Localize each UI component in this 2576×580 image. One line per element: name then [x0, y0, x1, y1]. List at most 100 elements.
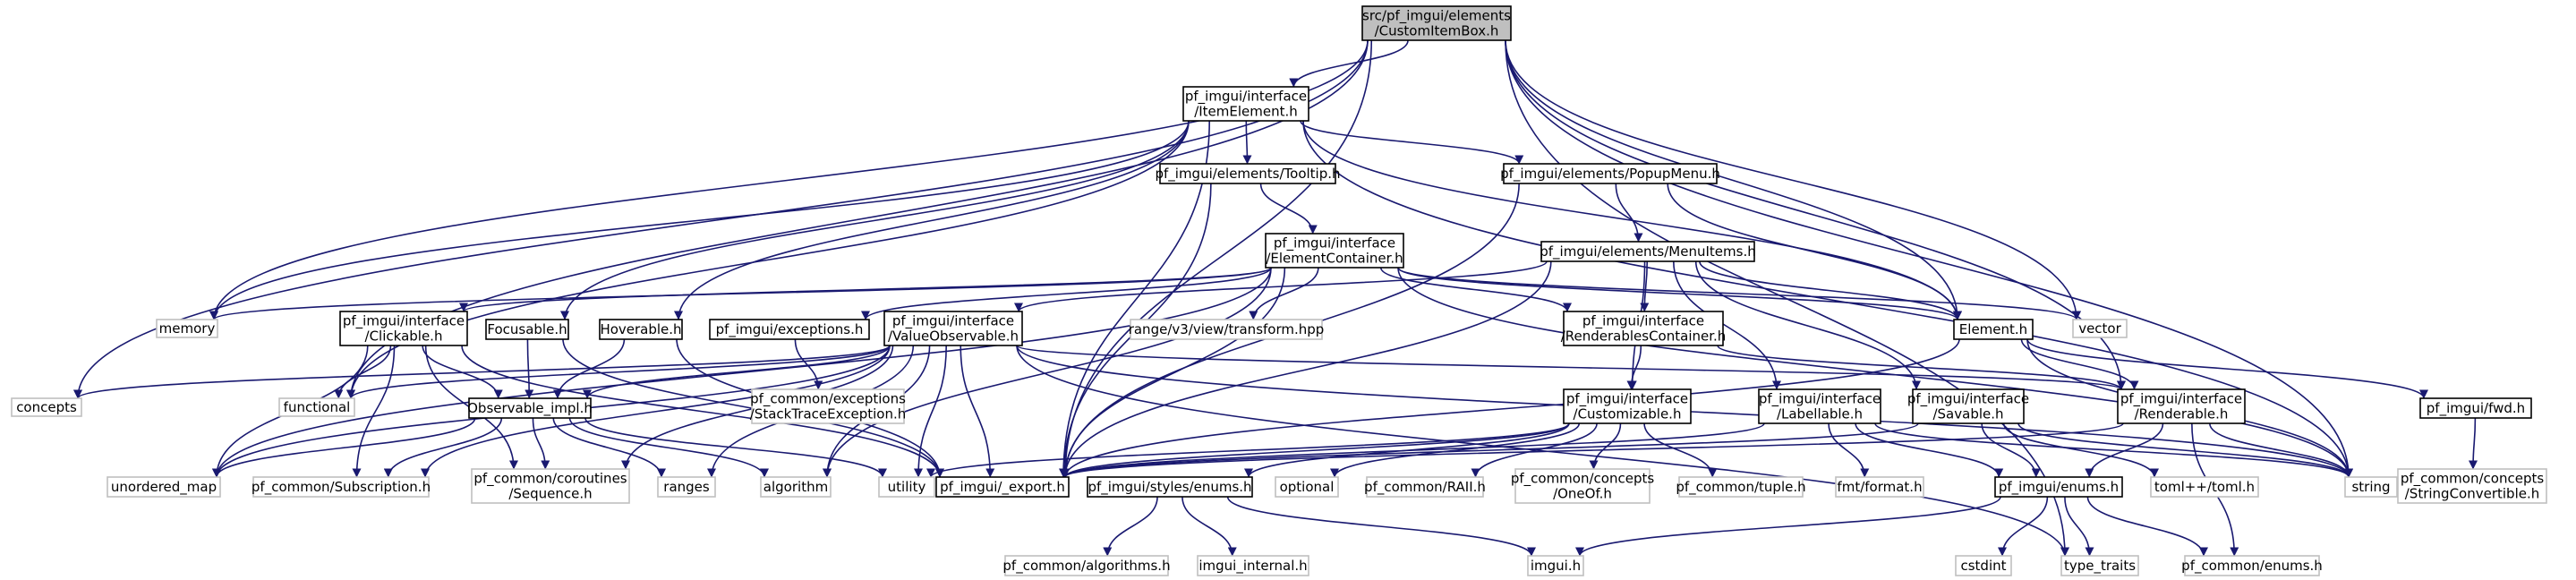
node-box — [1994, 476, 2123, 498]
edge-enums-to-imgui — [1575, 496, 2001, 557]
edge-root-to-element — [1505, 39, 1962, 320]
node-label-line: pf_imgui/elements/MenuItems.h — [1540, 243, 1755, 260]
node-label-line: pf_imgui/elements/Tooltip.h — [1155, 166, 1340, 183]
node-label-line: cstdint — [1960, 558, 2006, 574]
node-focusable[interactable]: Focusable.h — [485, 319, 569, 340]
node-label-line: pf_imgui/fwd.h — [2427, 400, 2525, 417]
node-box — [252, 476, 430, 498]
node-tooltip[interactable]: pf_imgui/elements/Tooltip.h — [1155, 163, 1341, 184]
edge-savable-to-string — [2017, 422, 2353, 478]
node-utility: utility — [878, 476, 935, 498]
node-label-line: pf_imgui/interface — [1759, 391, 1881, 408]
node-renderable[interactable]: pf_imgui/interface/Renderable.h — [2117, 388, 2246, 424]
node-box — [751, 388, 905, 424]
node-exceptions[interactable]: pf_imgui/exceptions.h — [709, 319, 870, 340]
edge-itemelement-to-popupmenu — [1300, 120, 1524, 165]
node-imgui: imgui.h — [1527, 555, 1584, 576]
node-label-line: string — [2351, 479, 2390, 495]
node-box — [709, 319, 870, 340]
edge-savable-to-enums — [1981, 422, 2041, 478]
node-label-line: /StackTraceException.h — [750, 406, 906, 422]
node-box — [1182, 86, 1309, 122]
node-label-line: pf_common/tuple.h — [1676, 479, 1805, 496]
edge-stylesenums-to-imguiinternal — [1181, 496, 1237, 557]
node-box — [599, 319, 683, 340]
edge-renderablescontainer-to-customizable — [1626, 345, 1642, 390]
edge-elementcontainer-to-vector — [1397, 267, 2081, 320]
node-label-line: pf_common/Subscription.h — [252, 479, 431, 496]
edge-exceptions-to-stacktrace — [794, 338, 823, 390]
edge-popupmenu-to-element — [1667, 183, 1962, 320]
node-valueobservable[interactable]: pf_imgui/interface/ValueObservable.h — [883, 311, 1023, 346]
node-renderablescontainer[interactable]: pf_imgui/interface/RenderablesContainer.… — [1561, 311, 1727, 346]
node-label-line: memory — [159, 320, 216, 337]
node-box — [278, 397, 355, 417]
edge-clickable-to-export — [461, 345, 944, 478]
node-label-line: imgui.h — [1531, 558, 1581, 574]
node-algorithms: pf_common/algorithms.h — [1002, 555, 1171, 576]
edge-elementcontainer-to-unorderedmap — [212, 267, 1272, 478]
node-element[interactable]: Element.h — [1953, 319, 2034, 340]
node-label-line: pf_imgui/interface — [1907, 391, 2029, 408]
edge-clickable-to-observableimpl — [422, 345, 503, 399]
node-elementcontainer[interactable]: pf_imgui/interface/ElementContainer.h — [1265, 233, 1404, 269]
node-fwd[interactable]: pf_imgui/fwd.h — [2419, 397, 2532, 419]
edge-elementcontainer-to-element — [1397, 267, 1962, 320]
edge-element-to-renderable — [2020, 338, 2139, 390]
node-box — [468, 397, 592, 419]
node-label-line: /OneOf.h — [1553, 486, 1612, 502]
node-menuitems[interactable]: pf_imgui/elements/MenuItems.h — [1540, 241, 1756, 262]
node-imguiinternal: imgui_internal.h — [1197, 555, 1309, 576]
node-label-line: pf_common/concepts — [2401, 471, 2544, 488]
node-hoverable[interactable]: Hoverable.h — [599, 319, 683, 340]
node-box — [1265, 233, 1404, 269]
node-box — [156, 319, 218, 338]
node-label-line: pf_common/coroutines — [473, 471, 627, 488]
node-label-line: /Sequence.h — [508, 486, 592, 502]
node-label-line: ranges — [663, 479, 710, 495]
node-clickable[interactable]: pf_imgui/interface/Clickable.h — [339, 311, 468, 346]
node-toml: toml++/toml.h — [2150, 476, 2259, 498]
node-label-line: pf_imgui/interface — [2120, 391, 2242, 408]
edge-element-to-fwd — [2026, 338, 2428, 399]
edge-customizable-to-optional — [1330, 422, 1581, 478]
edge-root-to-export — [1061, 39, 1373, 478]
node-stylesenums[interactable]: pf_imgui/styles/enums.h — [1087, 476, 1253, 498]
edge-root-to-typetraits — [1505, 39, 2069, 557]
node-label-line: pf_common/concepts — [1511, 471, 1654, 488]
node-root[interactable]: src/pf_imgui/elements/CustomItemBox.h — [1361, 5, 1512, 41]
node-label-line: pf_imgui/interface — [1185, 89, 1307, 106]
edge-valueobservable-to-observableimpl — [583, 345, 891, 399]
node-customizable[interactable]: pf_imgui/interface/Customizable.h — [1563, 388, 1692, 424]
node-box — [2060, 555, 2139, 576]
edge-renderablescontainer-to-renderable — [1717, 345, 2126, 390]
edge-itemelement-to-tooltip — [1242, 120, 1252, 165]
edge-root-to-concepts — [73, 39, 1369, 399]
edge-valueobservable-to-renderable — [1016, 345, 2126, 390]
node-savable[interactable]: pf_imgui/interface/Savable.h — [1907, 388, 2029, 424]
node-label-line: pf_imgui/_export.h — [940, 479, 1065, 496]
node-label-line: pf_imgui/interface — [1274, 235, 1395, 252]
node-sequence: pf_common/coroutines/Sequence.h — [471, 468, 630, 504]
node-label-line: pf_imgui/interface — [1582, 313, 1704, 330]
node-box — [2184, 555, 2320, 576]
node-label-line: pf_common/enums.h — [2181, 558, 2323, 575]
edge-enums-to-typetraits — [2064, 496, 2094, 557]
node-box — [1563, 311, 1724, 346]
node-box — [1087, 476, 1253, 498]
node-itemelement[interactable]: pf_imgui/interface/ItemElement.h — [1182, 86, 1309, 122]
node-popupmenu[interactable]: pf_imgui/elements/PopupMenu.h — [1500, 163, 1720, 184]
node-box — [2150, 476, 2259, 498]
node-box — [1197, 555, 1309, 576]
node-algorithm: algorithm — [760, 476, 832, 498]
node-box — [1366, 476, 1484, 498]
node-labellable[interactable]: pf_imgui/interface/Labellable.h — [1758, 388, 1881, 424]
node-observableimpl[interactable]: Observable_impl.h — [467, 397, 593, 419]
node-box — [339, 311, 468, 346]
edge-savable-to-toml — [2002, 422, 2159, 478]
node-label-line: /Renderable.h — [2135, 406, 2229, 422]
edge-renderable-to-enums — [2085, 422, 2164, 478]
edge-menuitems-to-renderablescontainer — [1640, 260, 1650, 312]
node-enums[interactable]: pf_imgui/enums.h — [1994, 476, 2123, 498]
node-export[interactable]: pf_imgui/_export.h — [935, 476, 1070, 498]
